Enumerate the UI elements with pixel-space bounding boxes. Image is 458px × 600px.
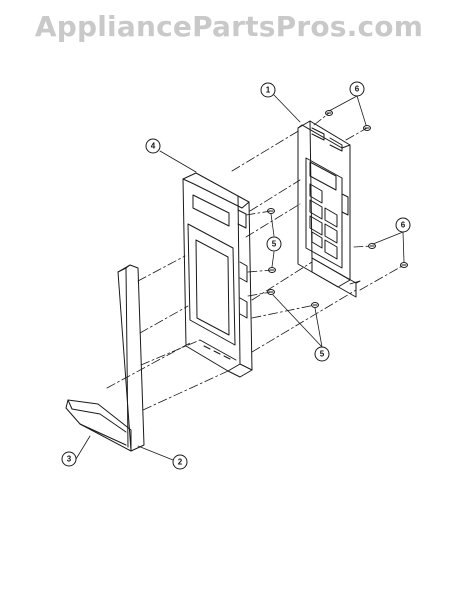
callout-2-label: 2: [178, 458, 183, 467]
trim-bracket-part: [65, 264, 145, 452]
door-frame-part: [182, 172, 253, 378]
callout-labels: 1 6 4 6 5 5 3 2: [67, 85, 406, 467]
callout-5a-label: 5: [272, 240, 277, 249]
watermark-text: AppliancePartsPros.com: [34, 10, 424, 43]
callout-5b-label: 5: [320, 350, 325, 359]
callout-6a-label: 6: [355, 85, 360, 94]
callout-3-label: 3: [67, 455, 72, 464]
control-panel-part: [297, 120, 361, 298]
screws: [267, 110, 408, 308]
callout-1a-label: 1: [266, 86, 271, 95]
screw-6b-2: [400, 262, 408, 268]
alignment-lines: [106, 112, 405, 411]
callout-circles: [61, 81, 411, 470]
leader-lines: [75, 94, 405, 461]
callout-6b-label: 6: [401, 221, 406, 230]
callout-4-label: 4: [151, 142, 156, 151]
